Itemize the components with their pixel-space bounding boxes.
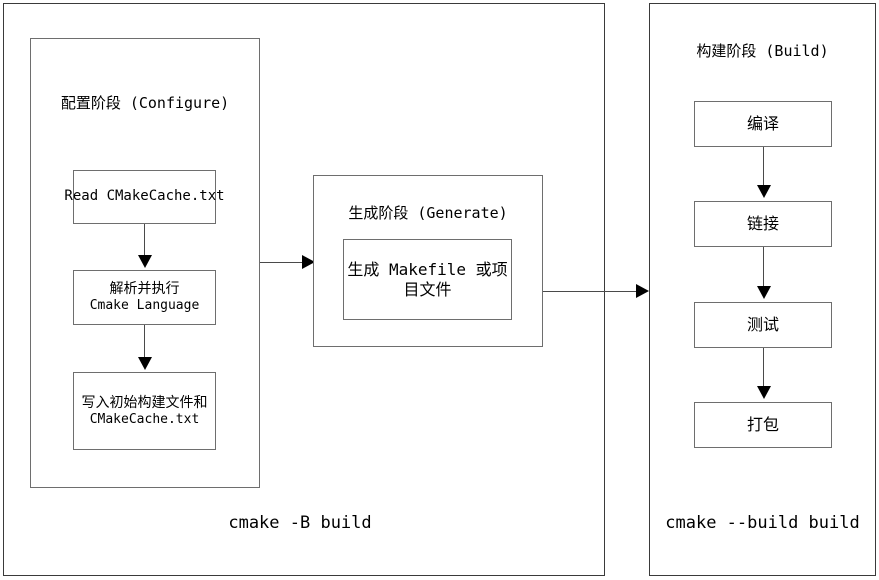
- generate-step-makefile-or-project[interactable]: 生成 Makefile 或项 目文件: [343, 239, 512, 320]
- node-text: 写入初始构建文件和 CMakeCache.txt: [81, 394, 208, 427]
- node-text: 测试: [746, 315, 779, 335]
- arrowhead-configure-1-to-2: [138, 255, 152, 268]
- configure-step-write-initial-build-files[interactable]: 写入初始构建文件和 CMakeCache.txt: [73, 372, 216, 450]
- node-text: 生成 Makefile 或项 目文件: [347, 259, 508, 299]
- node-text: Read CMakeCache.txt: [64, 188, 225, 205]
- build-step-compile[interactable]: 编译: [694, 101, 832, 147]
- arrowhead-configure-2-to-3: [138, 357, 152, 370]
- node-text: 打包: [746, 415, 779, 435]
- connector-build-2-to-3: [763, 247, 764, 287]
- node-text: 链接: [746, 214, 779, 234]
- configure-step-read-cmakecache[interactable]: Read CMakeCache.txt: [64, 170, 225, 224]
- node-text: 解析并执行 Cmake Language: [89, 281, 200, 314]
- connector-configure-2-to-3: [144, 325, 145, 360]
- connector-generate-to-build: [543, 291, 638, 292]
- build-step-package[interactable]: 打包: [694, 402, 832, 448]
- arrowhead-configure-to-generate: [302, 255, 315, 269]
- connector-configure-to-generate: [260, 262, 304, 263]
- connector-configure-1-to-2: [144, 224, 145, 257]
- node-text: 编译: [746, 114, 779, 134]
- arrowhead-build-1-to-2: [757, 185, 771, 198]
- arrowhead-generate-to-build: [636, 284, 649, 298]
- generate-phase-title: 生成阶段 (Generate): [348, 204, 508, 222]
- build-step-link[interactable]: 链接: [694, 201, 832, 247]
- arrowhead-build-3-to-4: [757, 386, 771, 399]
- connector-build-3-to-4: [763, 348, 764, 388]
- build-phase-title: 构建阶段 (Build): [696, 42, 829, 60]
- arrowhead-build-2-to-3: [757, 286, 771, 299]
- right-panel-command-caption: cmake --build build: [665, 513, 860, 533]
- configure-phase-title: 配置阶段 (Configure): [60, 94, 230, 112]
- connector-build-1-to-2: [763, 147, 764, 187]
- left-panel-command-caption: cmake -B build: [228, 513, 372, 533]
- build-step-test[interactable]: 测试: [694, 302, 832, 348]
- configure-step-parse-execute[interactable]: 解析并执行 Cmake Language: [73, 270, 216, 325]
